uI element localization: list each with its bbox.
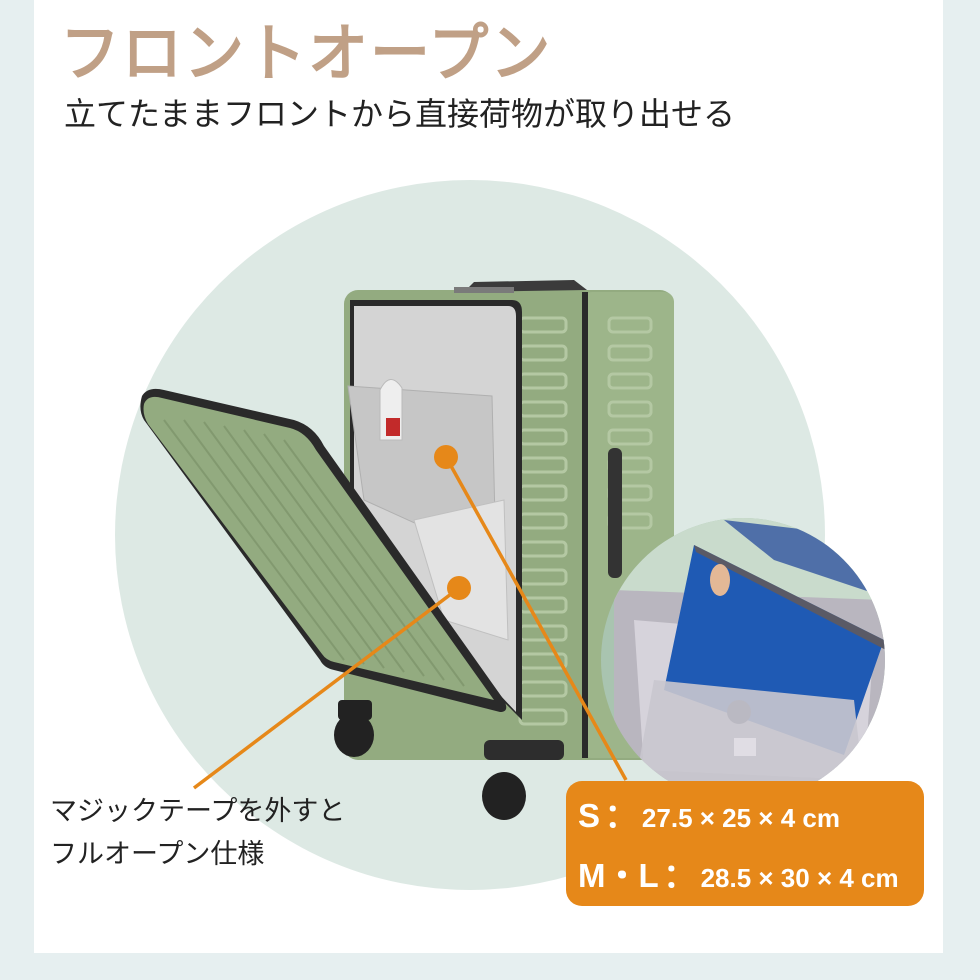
size-label: M・L (578, 857, 659, 894)
suitcase-illustration (140, 280, 885, 820)
suitcase-front-lid (140, 388, 507, 712)
suitcase-wheels (334, 700, 526, 820)
pocket-size-box: S ： 27.5 × 25 × 4 cm M・L ： 28.5 × 30 × 4… (566, 781, 924, 906)
velcro-callout-text: マジックテープを外すと フルオープン仕様 (50, 790, 345, 876)
size-separator: ： (663, 857, 697, 894)
size-label: S (578, 797, 601, 834)
callout-lines (192, 445, 628, 790)
callout-line-2: フルオープン仕様 (50, 839, 265, 870)
laptop-inset-photo (601, 518, 885, 802)
product-card: フロントオープン 立てたままフロントから直接荷物が取り出せる (34, 0, 943, 953)
page-title: フロントオープン (60, 17, 553, 91)
page-subtitle: 立てたままフロントから直接荷物が取り出せる (64, 95, 736, 133)
size-separator: ： (604, 797, 638, 834)
size-row-s: S ： 27.5 × 25 × 4 cm (578, 799, 840, 832)
size-value: 28.5 × 30 × 4 cm (700, 863, 899, 893)
size-row-ml: M・L ： 28.5 × 30 × 4 cm (578, 859, 899, 892)
callout-line-1: マジックテープを外すと (50, 796, 346, 827)
size-value: 27.5 × 25 × 4 cm (641, 803, 840, 833)
